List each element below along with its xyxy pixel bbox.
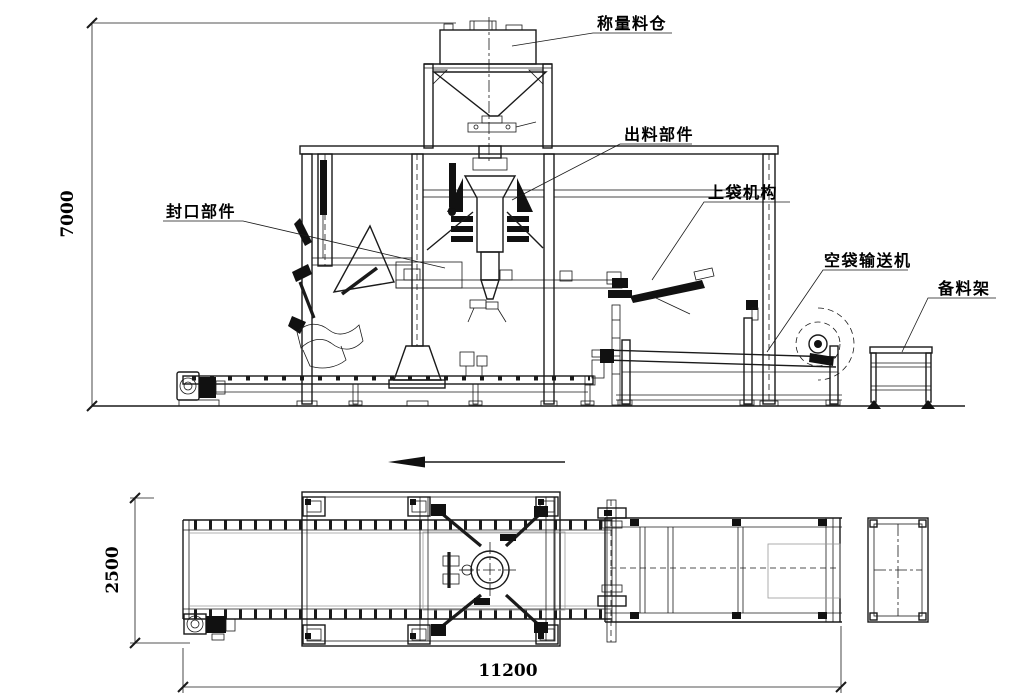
weighing-hopper xyxy=(423,17,553,162)
plan-material-rack xyxy=(867,517,929,623)
plan-column-pads xyxy=(302,496,559,645)
dimension-11200: 11200 xyxy=(177,626,847,693)
label-empty-bag-conveyor: 空袋输送机 xyxy=(766,251,912,353)
plan-view: 2500 xyxy=(103,491,929,693)
svg-text:上袋机构: 上袋机构 xyxy=(708,183,778,202)
svg-text:出料部件: 出料部件 xyxy=(624,125,694,144)
label-weighing-hopper: 称量料仓 xyxy=(511,14,672,47)
dimension-7000: 7000 xyxy=(58,17,456,412)
dim-11200-text: 11200 xyxy=(478,661,537,681)
svg-text:空袋输送机: 空袋输送机 xyxy=(824,251,912,270)
material-rack xyxy=(867,346,935,409)
svg-text:称量料仓: 称量料仓 xyxy=(597,14,667,33)
bag-loading-mechanism xyxy=(591,267,715,406)
plan-conveyor xyxy=(182,519,612,641)
empty-bag-conveyor xyxy=(600,300,855,406)
plan-clamp-arms xyxy=(431,504,548,636)
belt-conveyor xyxy=(176,351,596,407)
flow-arrow xyxy=(388,456,565,468)
svg-text:备料架: 备料架 xyxy=(937,279,991,298)
discharge-assembly xyxy=(426,145,544,323)
dim-2500-text: 2500 xyxy=(103,546,123,593)
svg-text:封口部件: 封口部件 xyxy=(166,202,236,221)
label-bag-loading: 上袋机构 xyxy=(651,183,790,281)
dimension-2500: 2500 xyxy=(103,492,190,649)
label-material-rack: 备料架 xyxy=(901,279,996,353)
plan-left-clamp xyxy=(442,552,473,588)
plan-empty-bag-conveyor xyxy=(604,517,842,623)
label-sealing-part: 封口部件 xyxy=(163,202,446,269)
label-discharge-part: 出料部件 xyxy=(511,125,694,201)
elevation-view: 7000 xyxy=(58,14,996,412)
dim-7000-text: 7000 xyxy=(58,190,78,237)
sealing-assembly xyxy=(288,160,395,369)
plan-machine-frame xyxy=(301,491,627,647)
